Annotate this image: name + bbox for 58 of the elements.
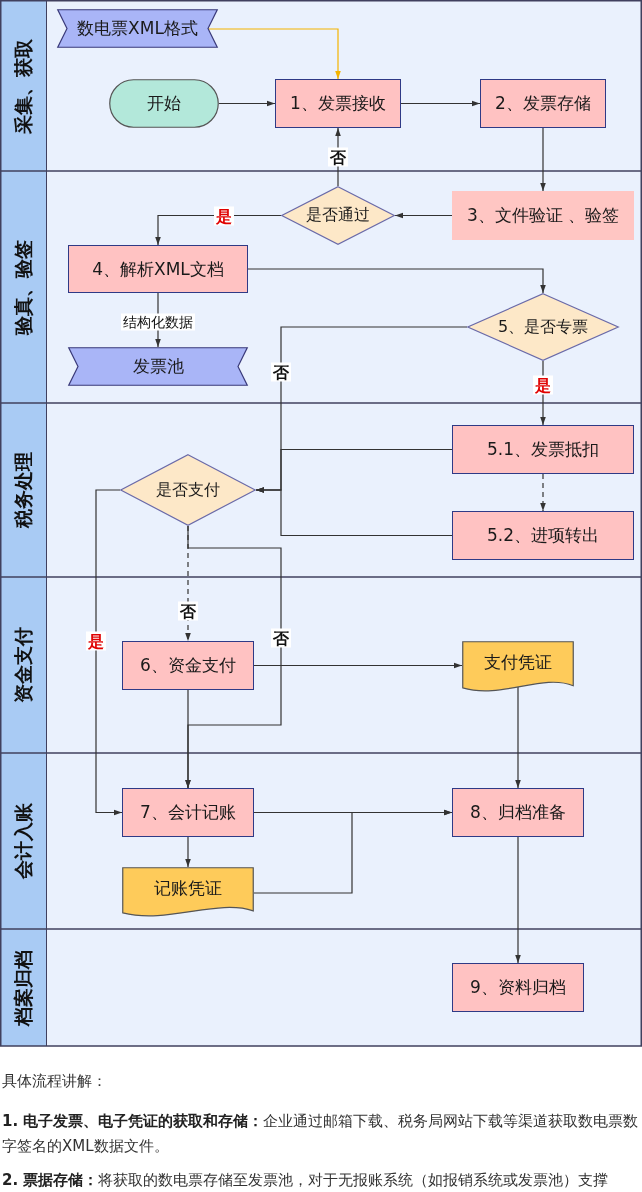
edge-label: 否 [328,147,348,167]
process-box: 4、解析XML文档 [68,245,248,293]
arrow [95,489,123,816]
edge-label: 是 [533,375,553,395]
decision-diamond: 5、是否专票 [467,293,619,361]
arrow [218,100,276,107]
process-box: 8、归档准备 [452,788,584,837]
decision-diamond: 是否支付 [120,454,256,526]
edge-label: 是 [86,631,106,651]
edge-label: 是 [214,206,234,225]
swimlane [0,0,642,171]
paragraph-text: 2. 票据存储：将获取的数电票存储至发票池，对于无报账系统（如报销系统或发票池）支撑 [2,1170,610,1190]
process-box: 5.1、发票抵扣 [452,425,634,474]
lane-title: 验真、验签 [12,239,34,335]
process-box: 3、文件验证 、验签 [452,191,634,240]
decision-diamond: 是否通过 [281,186,395,245]
arrow [207,28,341,80]
swimlane [0,171,642,403]
document-shape: 记账凭证 [122,867,254,918]
edge-label: 否 [271,362,291,382]
arrow [540,473,546,512]
arrow [255,487,453,537]
arrow [155,214,282,246]
edge-label: 否 [271,628,291,648]
ribbon-node: 数电票XML格式 [57,9,218,48]
lane-title: 资金支付 [12,627,34,703]
process-box: 2、发票存储 [480,79,606,128]
arrow [253,809,453,894]
arrow [185,689,191,789]
arrow [400,100,481,107]
terminal-node: 开始 [109,79,219,128]
arrow [394,212,453,219]
ribbon-node: 发票池 [68,347,248,386]
lane-title: 采集、获取 [12,38,34,133]
process-box: 6、资金支付 [122,641,254,690]
edge-label: 否 [178,601,198,621]
paragraph-text: 1. 电子发票、电子凭证的获取和存储：企业通过邮箱下载、税务局网站下载等渠道获取数电票数字签名的XML数据文件。 [2,1111,640,1157]
process-box: 5.2、进项转出 [452,511,634,560]
paragraph-text: 具体流程讲解： [2,1071,108,1092]
process-box: 9、资料归档 [452,963,584,1012]
process-box: 1、发票接收 [275,79,401,128]
arrow [540,127,546,192]
lane-title: 档案归档 [12,949,34,1026]
arrow [515,685,521,789]
arrow [253,662,463,669]
arrow [515,836,521,964]
arrow [540,360,546,426]
swimlane [0,753,642,929]
lane-title: 会计入账 [12,803,34,879]
swimlane [0,929,642,1046]
arrow [185,836,191,868]
swimlane [0,403,642,577]
arrow [247,268,546,294]
edge-label: 结构化数据 [121,313,195,331]
process-box: 7、会计记账 [122,788,254,837]
swimlane [0,577,642,753]
document-shape: 支付凭证 [462,641,574,693]
lane-title: 税务处理 [12,452,34,528]
